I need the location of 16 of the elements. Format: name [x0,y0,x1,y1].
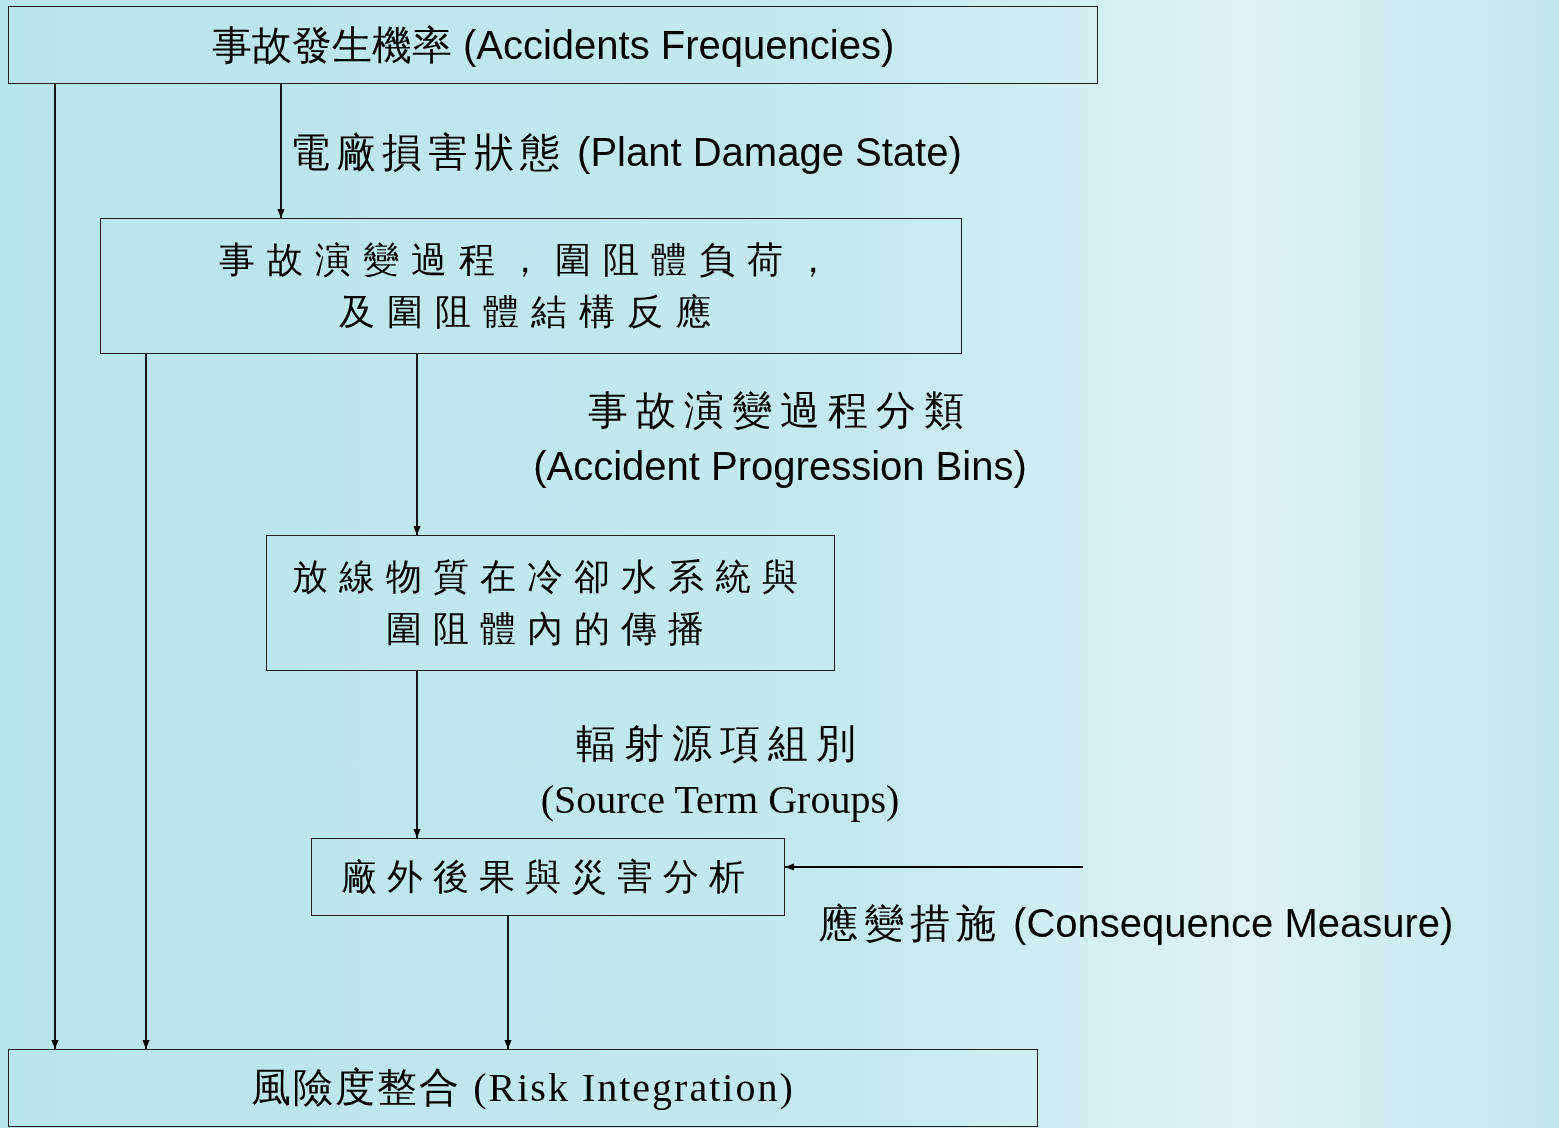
edge-label: 電廠損害狀態 (Plant Damage State) [290,129,963,176]
edge-label: 應變措施 (Consequence Measure) [818,900,1455,947]
process-box: 風險度整合 (Risk Integration) [8,1049,1038,1127]
process-box: 事故發生機率 (Accidents Frequencies) [8,6,1098,84]
arrow [413,353,421,536]
arrow [504,915,512,1050]
process-box: 事故演變過程，圍阻體負荷，及圍阻體結構反應 [100,218,962,354]
arrow [142,353,150,1050]
arrow [51,83,59,1050]
arrow [784,863,1084,871]
edge-label: 輻射源項組別 (Source Term Groups) [539,720,901,824]
edge-label: 事故演變過程分類 (Accident Progression Bins) [532,387,1028,490]
arrow [277,83,285,219]
arrow [413,670,421,839]
process-box: 放線物質在冷卻水系統與圍阻體內的傳播 [266,535,835,671]
process-box: 廠外後果與災害分析 [311,838,785,916]
